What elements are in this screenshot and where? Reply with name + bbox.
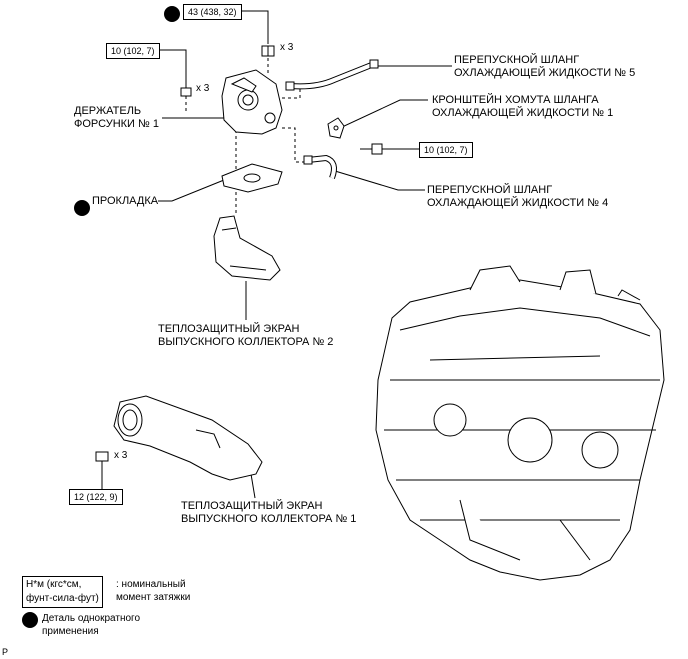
heat-shield-2-part [213,215,281,281]
heat-shield-1-part [113,395,263,481]
label-gasket: ПРОКЛАДКА [92,195,159,207]
label-injector-holder: ДЕРЖАТЕЛЬ ФОРСУНКИ № 1 [74,105,159,130]
quantity-top: x 3 [280,42,294,53]
leader-hose4 [334,170,425,191]
torque-spec-top: 43 (438, 32) [183,4,242,20]
engine-assembly-part [375,265,665,581]
bolt-bottom-icon [95,451,109,462]
hose-clamp-bracket-part [327,117,345,139]
legend-single-use-description: Деталь однократного применения [42,613,141,637]
label-bypass-hose-5: ПЕРЕПУСКНОЙ ШЛАНГ ОХЛАЖДАЮЩЕЙ ЖИДКОСТИ №… [454,54,636,79]
quantity-bottom: x 3 [114,450,128,461]
legend-single-use-icon [22,612,38,628]
legend-unit-box: Н*м (кгс*см, фунт-сила-фут) [22,576,103,608]
bolt-left-icon [180,87,192,97]
leader-bracket [339,99,428,129]
leader-gasket [158,179,225,202]
leader-left-bolt [153,49,187,88]
bypass-hose-4-part [303,154,337,180]
legend-unit-description: : номинальный момент затяжки [116,579,191,603]
single-use-marker-gasket [74,200,90,216]
bypass-hose-5-part [285,59,379,91]
corner-mark: P [2,647,9,657]
label-heat-shield-2: ТЕПЛОЗАЩИТНЫЙ ЭКРАН ВЫПУСКНОГО КОЛЛЕКТОР… [158,323,334,348]
label-bypass-hose-4: ПЕРЕПУСКНОЙ ШЛАНГ ОХЛАЖДАЮЩЕЙ ЖИДКОСТИ №… [427,184,609,209]
gasket-part [221,163,283,193]
torque-spec-bottom: 12 (122, 9) [69,489,123,505]
bolt-bracket-icon [360,143,383,155]
torque-spec-left: 10 (102, 7) [106,43,160,59]
label-hose-clamp-bracket: КРОНШТЕЙН ХОМУТА ШЛАНГА ОХЛАЖДАЮЩЕЙ ЖИДК… [432,94,614,119]
injector-holder-part [221,69,283,135]
label-heat-shield-1: ТЕПЛОЗАЩИТНЫЙ ЭКРАН ВЫПУСКНОГО КОЛЛЕКТОР… [181,500,357,525]
single-use-marker-top [164,6,180,22]
torque-spec-bracket: 10 (102, 7) [419,142,473,158]
quantity-left: x 3 [196,83,210,94]
nut-top-icon [261,45,275,57]
